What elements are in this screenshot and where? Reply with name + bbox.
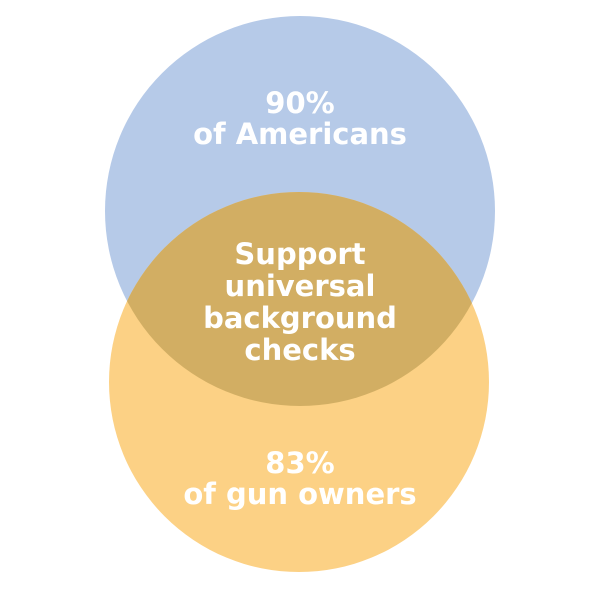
label-intersection-line4: checks: [244, 333, 356, 367]
label-gun-owners: 83% of gun owners: [0, 448, 600, 510]
label-gun-owners-percent: 83%: [265, 446, 335, 480]
label-intersection-line2: universal: [224, 269, 376, 303]
label-intersection: Support universal background checks: [0, 238, 600, 366]
label-gun-owners-group: of gun owners: [183, 477, 417, 511]
label-intersection-line3: background: [203, 301, 397, 335]
label-americans-group: of Americans: [193, 117, 407, 151]
label-intersection-line1: Support: [234, 237, 366, 271]
label-americans-percent: 90%: [265, 86, 335, 120]
label-americans: 90% of Americans: [0, 88, 600, 150]
venn-intersection-region: [109, 192, 489, 406]
